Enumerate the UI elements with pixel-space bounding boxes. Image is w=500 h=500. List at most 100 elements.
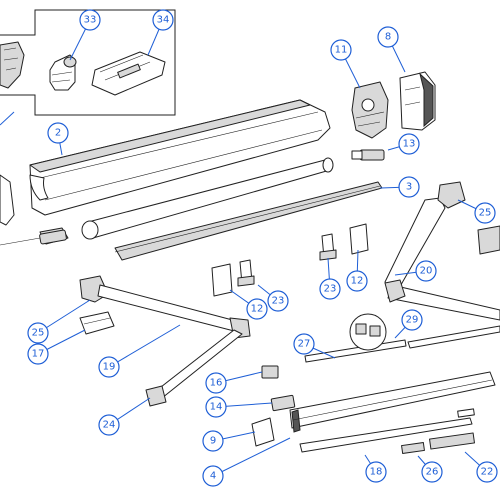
callout-number: 26 — [426, 467, 439, 478]
callout-9: 9 — [202, 430, 256, 452]
callout-12: 12 — [346, 249, 368, 292]
callout-number: 17 — [32, 349, 45, 360]
callout-number: 25 — [32, 328, 45, 339]
part-22-bracket — [429, 408, 475, 450]
part-12-plate-a — [211, 263, 233, 297]
callout-number: 25 — [479, 208, 492, 219]
callout-circle — [98, 414, 120, 436]
callout-14: 14 — [205, 396, 273, 418]
callout-23: 23 — [319, 257, 341, 300]
part-34-remote-control — [91, 51, 166, 96]
callout-8: 8 — [377, 26, 406, 73]
part-17-arm-bracket — [79, 311, 115, 335]
callout-34: 34 — [147, 9, 174, 56]
callout-number: 22 — [481, 467, 494, 478]
callout-circle — [27, 322, 49, 344]
callout-leader-line — [212, 437, 291, 477]
part-9-end-piece — [251, 417, 275, 447]
callout-number: 34 — [157, 15, 170, 26]
callout-circle — [202, 430, 224, 452]
callout-circle — [346, 270, 368, 292]
part-12-plate-b — [349, 223, 369, 255]
callout-circle — [152, 9, 174, 31]
callout-17: 17 — [27, 329, 86, 365]
part-8-end-cap — [399, 71, 436, 131]
callout-circle — [98, 356, 120, 378]
callout-circle — [293, 333, 315, 355]
callout-circle — [415, 260, 437, 282]
callout-leader-line — [108, 324, 181, 368]
callout-circle — [205, 396, 227, 418]
callout-circle — [205, 372, 227, 394]
callout-number: 23 — [272, 296, 285, 307]
callout-2: 2 — [47, 122, 69, 156]
callout-20: 20 — [394, 260, 437, 282]
callout-number: 12 — [251, 304, 264, 315]
roller-tube — [81, 157, 334, 240]
callout-circle — [421, 461, 443, 483]
callout-25: 25 — [27, 299, 91, 344]
part-2-cassette-housing — [29, 99, 331, 216]
part-20-right-arm — [384, 181, 500, 321]
part-26-bracket — [401, 442, 425, 454]
callout-4: 4 — [202, 437, 291, 487]
callout-circle — [401, 309, 423, 331]
left-end-cap-partial — [0, 174, 15, 226]
left-connector-plug — [39, 229, 67, 245]
callout-number: 20 — [420, 266, 433, 277]
part-23-bracket-a — [237, 259, 255, 287]
callout-number: 14 — [210, 402, 223, 413]
callout-circle — [202, 465, 224, 487]
callout-number: 27 — [298, 339, 311, 350]
part-18-lower-rail — [299, 417, 473, 453]
right-bracket-partial — [477, 225, 500, 255]
callout-23: 23 — [257, 284, 289, 312]
callout-25: 25 — [457, 199, 496, 224]
part-23-bracket-b — [319, 233, 337, 261]
callout-number: 16 — [210, 378, 223, 389]
callout-19: 19 — [98, 324, 181, 378]
callout-circle — [377, 26, 399, 48]
callout-number: 4 — [210, 471, 216, 482]
callout-circle — [267, 290, 289, 312]
part-11-gearbox — [351, 81, 389, 139]
part-13-connector — [351, 149, 385, 161]
callout-number: 2 — [55, 128, 61, 139]
part-19-left-arm — [79, 275, 251, 407]
callout-number: 13 — [403, 139, 416, 150]
callout-27: 27 — [293, 333, 336, 359]
callout-11: 11 — [330, 39, 361, 89]
callout-number: 29 — [406, 315, 419, 326]
callout-number: 33 — [84, 15, 97, 26]
callout-circle — [319, 278, 341, 300]
callout-circle — [47, 122, 69, 144]
callout-number: 12 — [351, 276, 364, 287]
callout-3: 3 — [379, 176, 420, 198]
callout-circle — [398, 176, 420, 198]
callout-13: 13 — [387, 133, 420, 155]
callouts-layer: 33 34 11 8 2 13 3 25 20 12 23 23 12 25 17 19 27 29 16 14 24 9… — [27, 9, 498, 487]
callout-33: 33 — [69, 9, 101, 61]
callout-number: 11 — [335, 45, 348, 56]
callout-circle — [365, 461, 387, 483]
callout-29: 29 — [394, 309, 423, 339]
callout-26: 26 — [417, 455, 443, 483]
callout-number: 24 — [103, 420, 116, 431]
callout-number: 18 — [370, 467, 383, 478]
part-14-block — [270, 394, 296, 412]
callout-22: 22 — [464, 451, 498, 483]
part-4-front-bar — [289, 371, 496, 433]
callout-12: 12 — [229, 289, 268, 320]
callout-number: 9 — [210, 436, 216, 447]
callout-number: 23 — [324, 284, 337, 295]
callout-circle — [79, 9, 101, 31]
callout-circle — [398, 133, 420, 155]
callout-24: 24 — [98, 397, 151, 436]
callout-number: 3 — [406, 182, 412, 193]
callout-16: 16 — [205, 371, 263, 394]
callout-circle — [474, 202, 496, 224]
part-16-block — [261, 365, 279, 379]
part-29-detail — [349, 313, 500, 351]
callout-circle — [476, 461, 498, 483]
